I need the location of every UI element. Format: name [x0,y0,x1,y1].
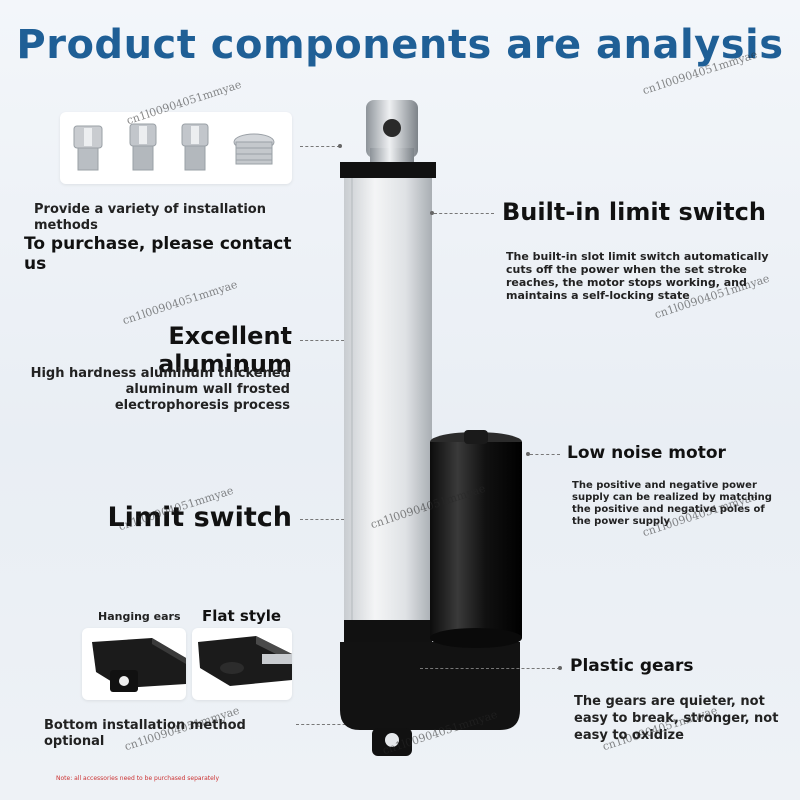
clevis-accessory-3 [181,123,209,171]
leader-line-limit-switch [300,519,380,520]
leader-line-builtin [434,213,494,214]
leader-dot-gears [558,666,562,670]
tube-collar [344,620,432,644]
bottom-install-text: Bottom installation method optional [44,718,246,749]
flat-style-mount-icon [198,636,292,686]
leader-dot-builtin [430,211,434,215]
top-cap [340,162,436,178]
aluminum-desc-2: aluminum wall frosted [125,382,290,397]
threaded-nut-accessory [233,133,275,165]
leader-dot-accessories [338,144,342,148]
gears-desc-3: easy to oxidize [574,728,684,743]
clevis-accessory-1 [73,125,103,171]
gears-desc-2: easy to break, stronger, not [574,711,779,726]
leader-line-motor [530,454,560,455]
watermark: cn1l00904051mmyae [120,277,239,328]
gears-title: Plastic gears [570,656,694,676]
accessory-images [73,123,275,171]
builtin-desc-3: reaches, the motor stops working, and [506,276,747,289]
hanging-ears-label: Hanging ears [98,610,181,623]
aluminum-title: Excellent aluminum [158,322,292,378]
gearbox-housing [340,642,520,730]
accessories-note: Note: all accessories need to be purchas… [56,775,220,782]
leader-line-gears [420,668,560,669]
flat-style-image [192,628,292,700]
motor-desc-3: the positive and negative poles of [572,504,765,515]
aluminum-desc-3: electrophoresis process [114,398,290,413]
clevis-accessory-2 [129,123,157,171]
motor-desc-4: the power supply [572,516,670,527]
aluminum-desc-1: High hardness aluminum thickened [30,366,290,381]
accessories-panel [60,112,292,184]
bottom-mount [372,728,412,756]
aluminum-tube [344,178,432,628]
builtin-desc-1: The built-in slot limit switch automatic… [506,250,769,263]
motor-desc-2: supply can be realized by matching [572,492,772,503]
leader-dot-motor [526,452,530,456]
motor-title: Low noise motor [567,443,726,463]
purchase-contact-text: To purchase, please contact us [24,234,292,274]
gears-desc-1: The gears are quieter, not [574,694,765,709]
linear-actuator-image [340,100,522,756]
hanging-ears-image [82,628,186,700]
install-methods-text: Provide a variety of installation method… [34,202,266,233]
page-title: Product components are analysis [16,22,784,68]
motor [430,430,522,648]
flat-style-label: Flat style [202,607,282,625]
limit-switch-title: Limit switch [107,502,292,533]
builtin-desc-2: cuts off the power when the set stroke [506,263,747,276]
leader-line-accessories [300,146,340,147]
builtin-desc-4: maintains a self-locking state [506,289,690,302]
leader-line-bottom [296,724,356,725]
rod-end [366,100,418,162]
hanging-ears-mount-icon [92,638,186,692]
builtin-limit-title: Built-in limit switch [502,198,766,226]
motor-desc-1: The positive and negative power [572,480,757,491]
leader-line-aluminum [300,340,380,341]
